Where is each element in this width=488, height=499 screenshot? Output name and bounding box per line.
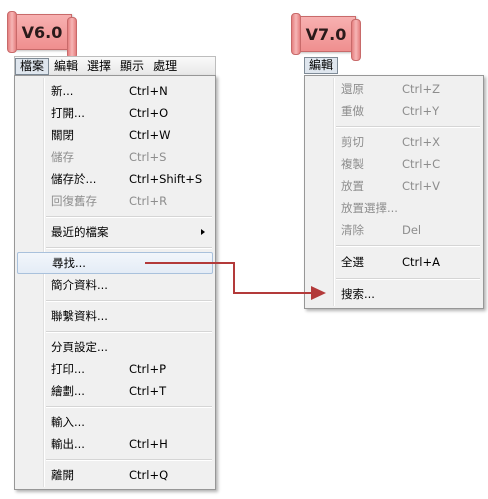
file-menu-dropdown: 新... Ctrl+N 打開... Ctrl+O 關閉 Ctrl+W 儲存 Ct… <box>14 75 216 490</box>
menu-item-label: 尋找... <box>52 256 86 270</box>
submenu-arrow-icon <box>201 229 205 235</box>
menu-item-label: 簡介資料... <box>51 278 108 292</box>
menu-separator <box>46 331 212 333</box>
menu-item-label: 搜索... <box>341 287 375 301</box>
menu-item-shortcut: Ctrl+H <box>129 437 168 451</box>
menu-item-select-all[interactable]: 全選 Ctrl+A <box>307 251 481 273</box>
menu-item-shortcut: Del <box>402 223 422 237</box>
menu-item-save[interactable]: 儲存 Ctrl+S <box>17 146 213 168</box>
menu-item-label: 還原 <box>341 82 364 96</box>
menu-item-shortcut: Ctrl+Shift+S <box>129 172 203 186</box>
menu-file[interactable]: 檔案 <box>15 58 50 75</box>
menu-item-shortcut: Ctrl+X <box>402 135 440 149</box>
banner-label: V6.0 <box>21 22 63 42</box>
menu-item-label: 打印... <box>51 362 85 376</box>
menu-item-label: 輸出... <box>51 437 85 451</box>
edit-menu-dropdown: 還原 Ctrl+Z 重做 Ctrl+Y 剪切 Ctrl+X 複製 Ctrl+C … <box>304 75 484 309</box>
menu-gutter <box>43 78 45 487</box>
menu-item-label: 離開 <box>51 468 74 482</box>
menu-item-import[interactable]: 輸入... <box>17 411 213 433</box>
menu-item-recent-files[interactable]: 最近的檔案 <box>17 221 213 243</box>
menu-item-shortcut: Ctrl+V <box>402 179 440 193</box>
menu-item-label: 關閉 <box>51 128 74 142</box>
menu-item-print[interactable]: 打印... Ctrl+P <box>17 358 213 380</box>
menu-item-shortcut: Ctrl+Z <box>402 82 440 96</box>
menu-item-contacts[interactable]: 聯繫資料... <box>17 305 213 327</box>
menu-item-label: 聯繫資料... <box>51 309 108 323</box>
menu-item-label: 複製 <box>341 157 364 171</box>
menu-item-shortcut: Ctrl+W <box>129 128 171 142</box>
menu-item-shortcut: Ctrl+P <box>129 362 167 376</box>
menu-item-label: 最近的檔案 <box>51 225 109 239</box>
menu-separator <box>46 216 212 218</box>
menu-item-open[interactable]: 打開... Ctrl+O <box>17 102 213 124</box>
menu-item-label: 清除 <box>341 223 364 237</box>
menu-item-plot[interactable]: 繪劃... Ctrl+T <box>17 380 213 402</box>
menu-separator <box>46 406 212 408</box>
banner-label: V7.0 <box>305 24 347 44</box>
menu-edit[interactable]: 編輯 <box>304 57 339 74</box>
menu-item-close[interactable]: 關閉 Ctrl+W <box>17 124 213 146</box>
menu-item-shortcut: Ctrl+Q <box>129 468 169 482</box>
menu-item-shortcut: Ctrl+N <box>129 84 168 98</box>
menu-item-label: 繪劃... <box>51 384 85 398</box>
menu-item-label: 重做 <box>341 104 364 118</box>
menu-item-new[interactable]: 新... Ctrl+N <box>17 80 213 102</box>
menu-item-label: 新... <box>51 84 74 98</box>
menu-item-shortcut: Ctrl+C <box>402 157 441 171</box>
arrow-line <box>145 262 312 294</box>
menu-item-label: 打開... <box>51 106 85 120</box>
menu-item-label: 儲存於... <box>51 172 97 186</box>
menu-item-redo[interactable]: 重做 Ctrl+Y <box>307 100 481 122</box>
menu-item-clear[interactable]: 清除 Del <box>307 219 481 241</box>
menubar-v6: 檔案 編輯 選擇 顯示 處理 <box>14 56 216 77</box>
menu-item-shortcut: Ctrl+A <box>402 255 440 269</box>
menu-item-revert[interactable]: 回復舊存 Ctrl+R <box>17 190 213 212</box>
menu-item-copy[interactable]: 複製 Ctrl+C <box>307 153 481 175</box>
menu-item-label: 放置 <box>341 179 364 193</box>
menu-item-label: 放置選擇... <box>341 201 398 215</box>
menu-item-shortcut: Ctrl+Y <box>402 104 440 118</box>
menu-item-save-as[interactable]: 儲存於... Ctrl+Shift+S <box>17 168 213 190</box>
menu-separator <box>46 300 212 302</box>
menu-item-label: 儲存 <box>51 150 74 164</box>
menu-separator <box>46 459 212 461</box>
menu-item-paste[interactable]: 放置 Ctrl+V <box>307 175 481 197</box>
menu-item-undo[interactable]: 還原 Ctrl+Z <box>307 78 481 100</box>
menu-gutter <box>333 78 335 306</box>
menubar-v7: 編輯 <box>304 56 342 75</box>
menu-item-label: 剪切 <box>341 135 364 149</box>
menu-item-page-setup[interactable]: 分頁設定... <box>17 336 213 358</box>
version-banner-v6: V6.0 <box>7 11 77 59</box>
menu-process[interactable]: 處理 <box>153 59 178 73</box>
menu-item-label: 分頁設定... <box>51 340 108 354</box>
menu-item-label: 全選 <box>341 255 364 269</box>
menu-view[interactable]: 顯示 <box>120 59 145 73</box>
version-banner-v7: V7.0 <box>291 13 361 61</box>
arrow-head-icon <box>311 286 326 300</box>
menu-item-exit[interactable]: 離開 Ctrl+Q <box>17 464 213 486</box>
menu-separator <box>336 245 480 247</box>
menu-item-label: 回復舊存 <box>51 194 97 208</box>
menu-item-cut[interactable]: 剪切 Ctrl+X <box>307 131 481 153</box>
menu-select[interactable]: 選擇 <box>87 59 112 73</box>
menu-item-paste-special[interactable]: 放置選擇... <box>307 197 481 219</box>
menu-separator <box>336 126 480 128</box>
menu-item-export[interactable]: 輸出... Ctrl+H <box>17 433 213 455</box>
menu-edit[interactable]: 編輯 <box>54 59 79 73</box>
menu-item-shortcut: Ctrl+R <box>129 194 168 208</box>
menu-separator <box>336 278 480 280</box>
menu-item-shortcut: Ctrl+S <box>129 150 167 164</box>
menu-item-shortcut: Ctrl+O <box>129 106 169 120</box>
menu-item-search[interactable]: 搜索... <box>307 283 481 305</box>
menu-item-label: 輸入... <box>51 415 85 429</box>
menu-item-profile[interactable]: 簡介資料... <box>17 274 213 296</box>
menu-item-shortcut: Ctrl+T <box>129 384 167 398</box>
menu-separator <box>46 247 212 249</box>
